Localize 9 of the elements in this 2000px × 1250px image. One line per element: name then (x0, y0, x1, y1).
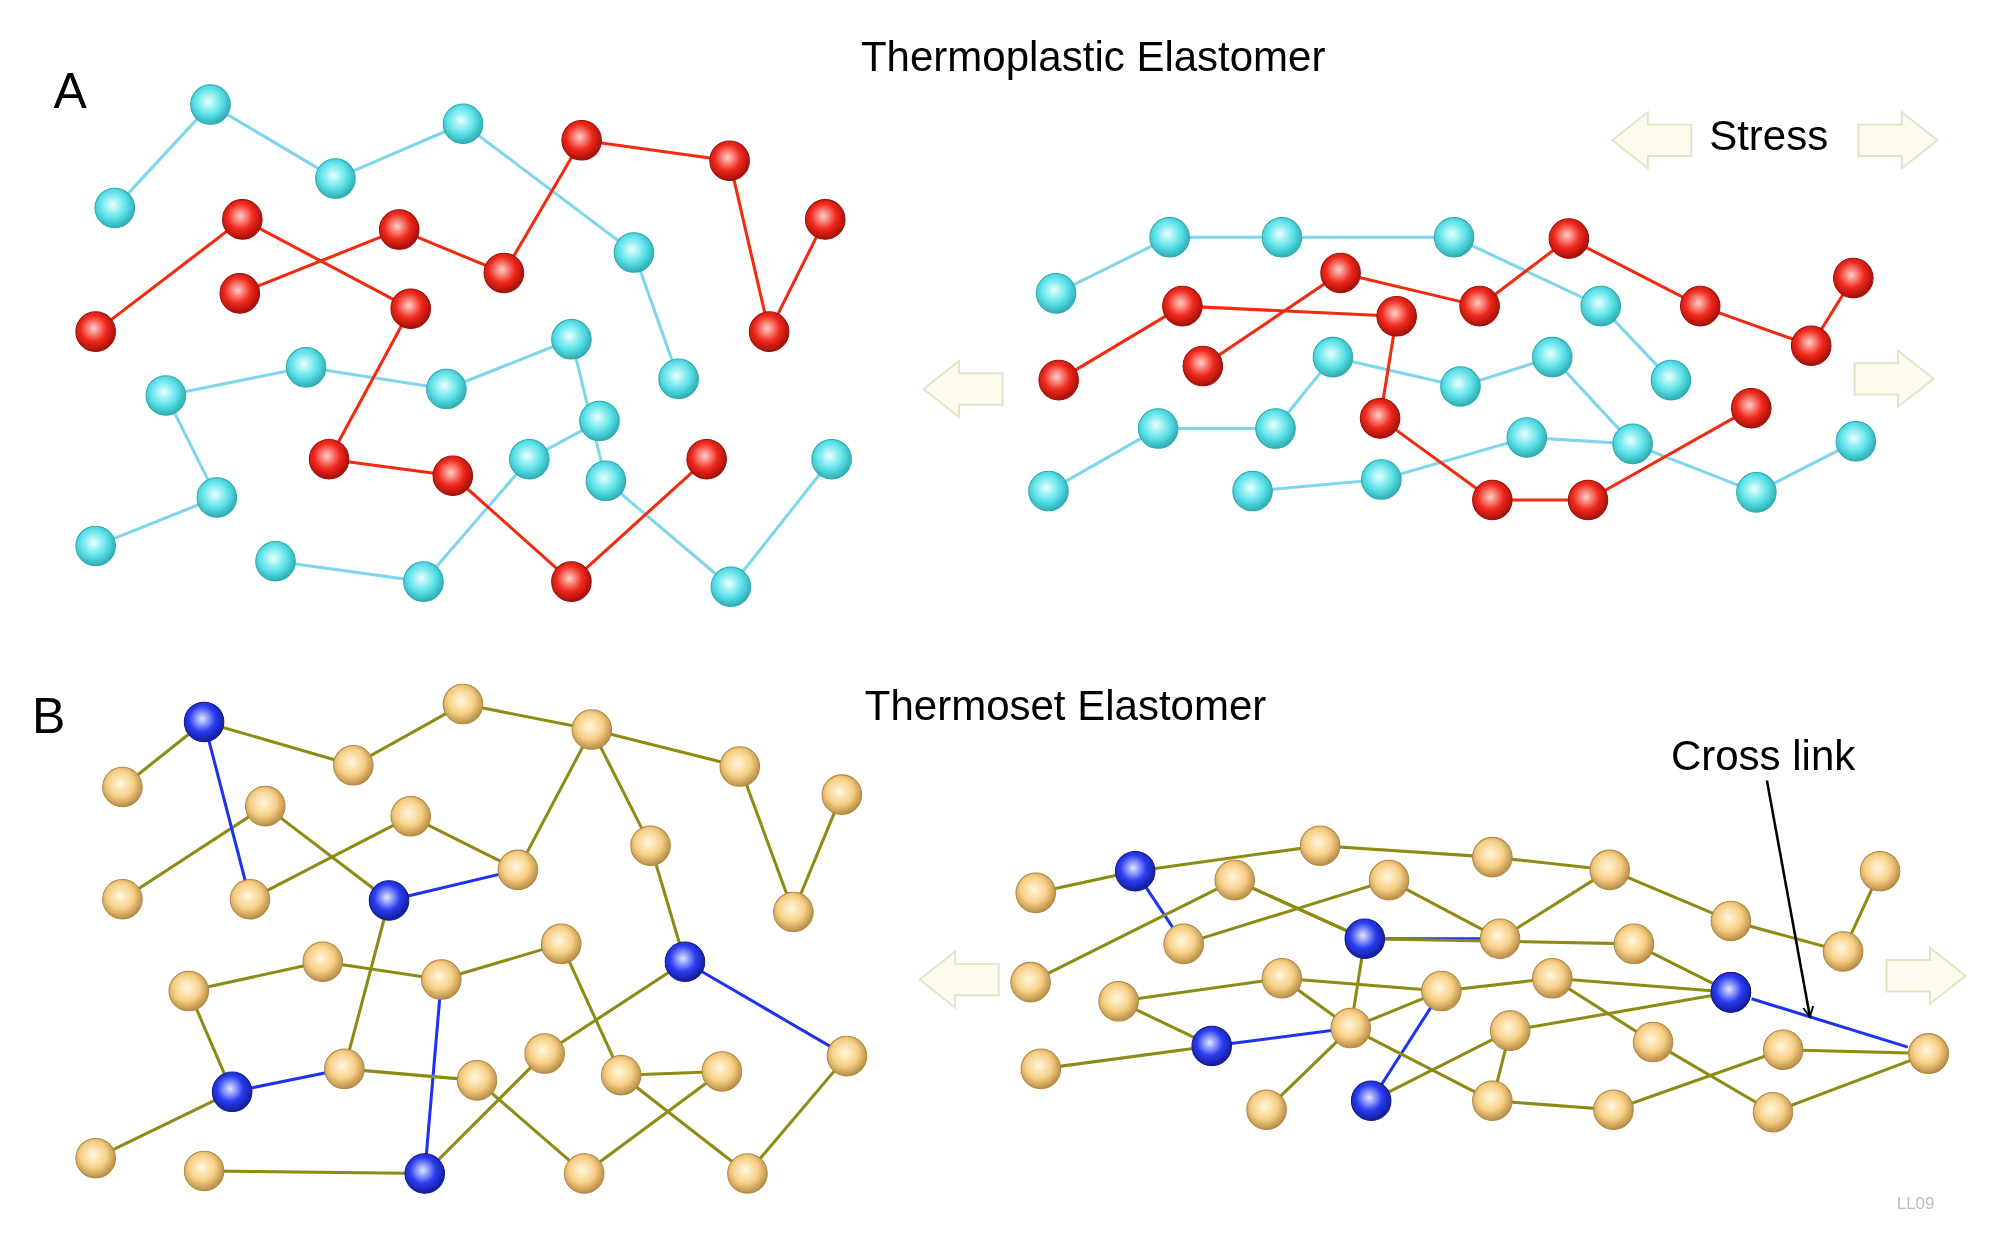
panel-title: Thermoplastic Elastomer (860, 35, 1326, 78)
signature-label: LL09 (1896, 1195, 1935, 1213)
cross-link-bond (1751, 997, 1909, 1049)
panel-letter: A (53, 66, 87, 117)
leader-line (1765, 780, 1815, 1018)
callout-label: Cross link (1670, 734, 1856, 777)
annotation-label: Stress (1709, 114, 1829, 157)
panel-letter: B (31, 691, 66, 742)
panel-title: Thermoset Elastomer (864, 684, 1267, 727)
